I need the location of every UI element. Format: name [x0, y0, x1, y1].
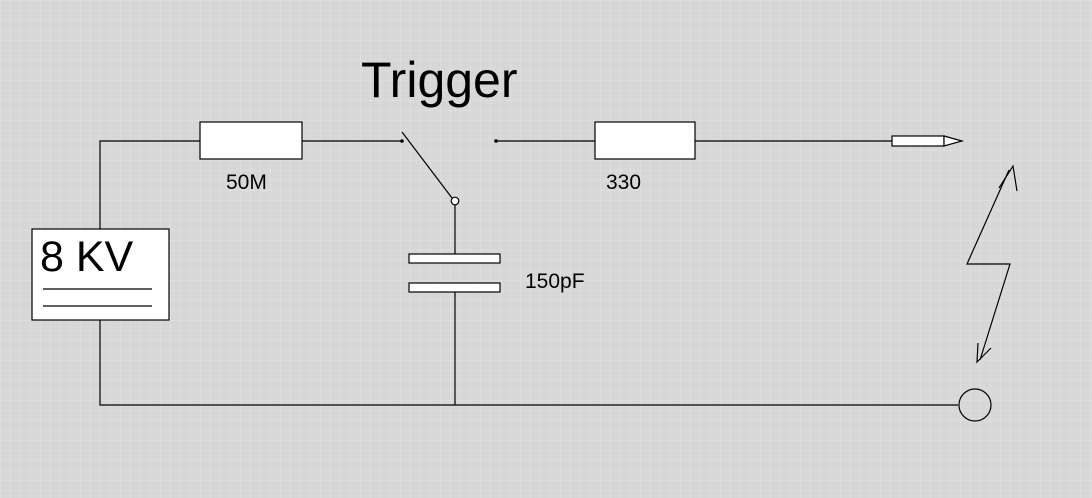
switch-pivot: [450, 196, 460, 206]
trigger-label: Trigger: [361, 52, 518, 108]
source-voltage-label: 8 KV: [40, 233, 134, 281]
ground-electrode: [958, 388, 992, 422]
capacitor-plate-bottom: [408, 282, 501, 293]
switch-contact-right: [494, 139, 498, 143]
spark-arrow-bottom: [976, 342, 992, 364]
capacitor-plate-top: [408, 253, 501, 264]
capacitor-label: 150pF: [525, 270, 585, 293]
bottom-ground-wire: [99, 320, 958, 406]
probe-body: [891, 135, 945, 147]
resistor-50m: [199, 121, 303, 160]
left-top-wire: [99, 140, 200, 229]
spark-arrow-top: [998, 164, 1018, 192]
high-voltage-source-box: [31, 228, 170, 321]
switch-arm: [401, 131, 453, 199]
resistor-330: [594, 121, 696, 160]
resistor-50m-label: 50M: [226, 171, 267, 194]
probe-tip: [943, 135, 965, 147]
resistor-330-label: 330: [606, 171, 642, 194]
spark-discharge: [966, 169, 1011, 361]
switch-contact-left: [400, 139, 404, 143]
